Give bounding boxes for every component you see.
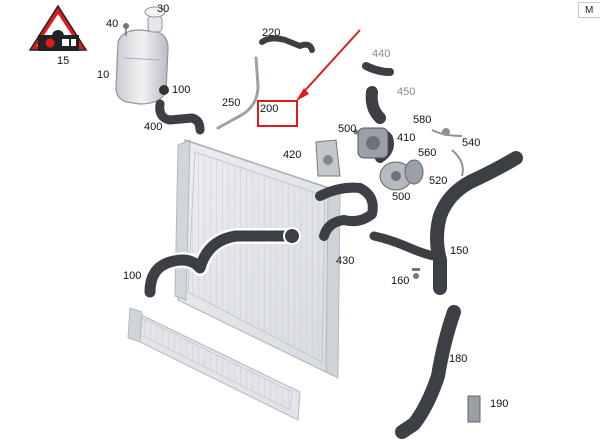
callout-label: 40 — [106, 18, 119, 30]
callout-label: 200 — [260, 103, 279, 115]
callout-label: 580 — [413, 114, 432, 126]
callout-label: 30 — [157, 3, 170, 15]
callout-label: 430 — [336, 255, 355, 267]
callout-label: 190 — [490, 398, 509, 410]
warning-label-icon — [28, 4, 88, 51]
expansion-tank — [115, 6, 169, 105]
coolant-pump — [379, 159, 424, 191]
callout-label: 560 — [418, 147, 437, 159]
callout-label: 420 — [283, 149, 302, 161]
coolant-flange — [315, 139, 341, 177]
callout-label: 160 — [391, 275, 410, 287]
callout-label: 10 — [97, 69, 110, 81]
callout-label-100-visible: 100 — [123, 270, 142, 282]
bracket — [467, 395, 481, 423]
callout-label-pump-500: 500 — [392, 191, 411, 203]
corner-menu-button[interactable]: M — [578, 2, 600, 18]
callout-label: 15 — [57, 55, 70, 67]
charge-air-cooler — [127, 307, 301, 421]
callout-label: 220 — [262, 27, 281, 39]
thermostat-housing — [357, 127, 389, 159]
callout-label: 400 — [144, 121, 163, 133]
callout-label: 540 — [462, 137, 481, 149]
callout-label: 100 — [172, 84, 191, 96]
callout-label: 250 — [222, 97, 241, 109]
highlight-arrow — [296, 29, 361, 101]
callout-highlight-box — [257, 100, 298, 127]
callout-label: 520 — [429, 175, 448, 187]
clamps — [431, 128, 464, 177]
callout-label: 450 — [397, 86, 416, 98]
bolts — [353, 129, 420, 279]
callout-label: 180 — [449, 353, 468, 365]
callout-label: 150 — [450, 245, 469, 257]
callout-label: 410 — [397, 132, 416, 144]
radiator — [174, 139, 341, 379]
callout-label: 500 — [338, 123, 357, 135]
callout-label: 440 — [372, 48, 391, 60]
